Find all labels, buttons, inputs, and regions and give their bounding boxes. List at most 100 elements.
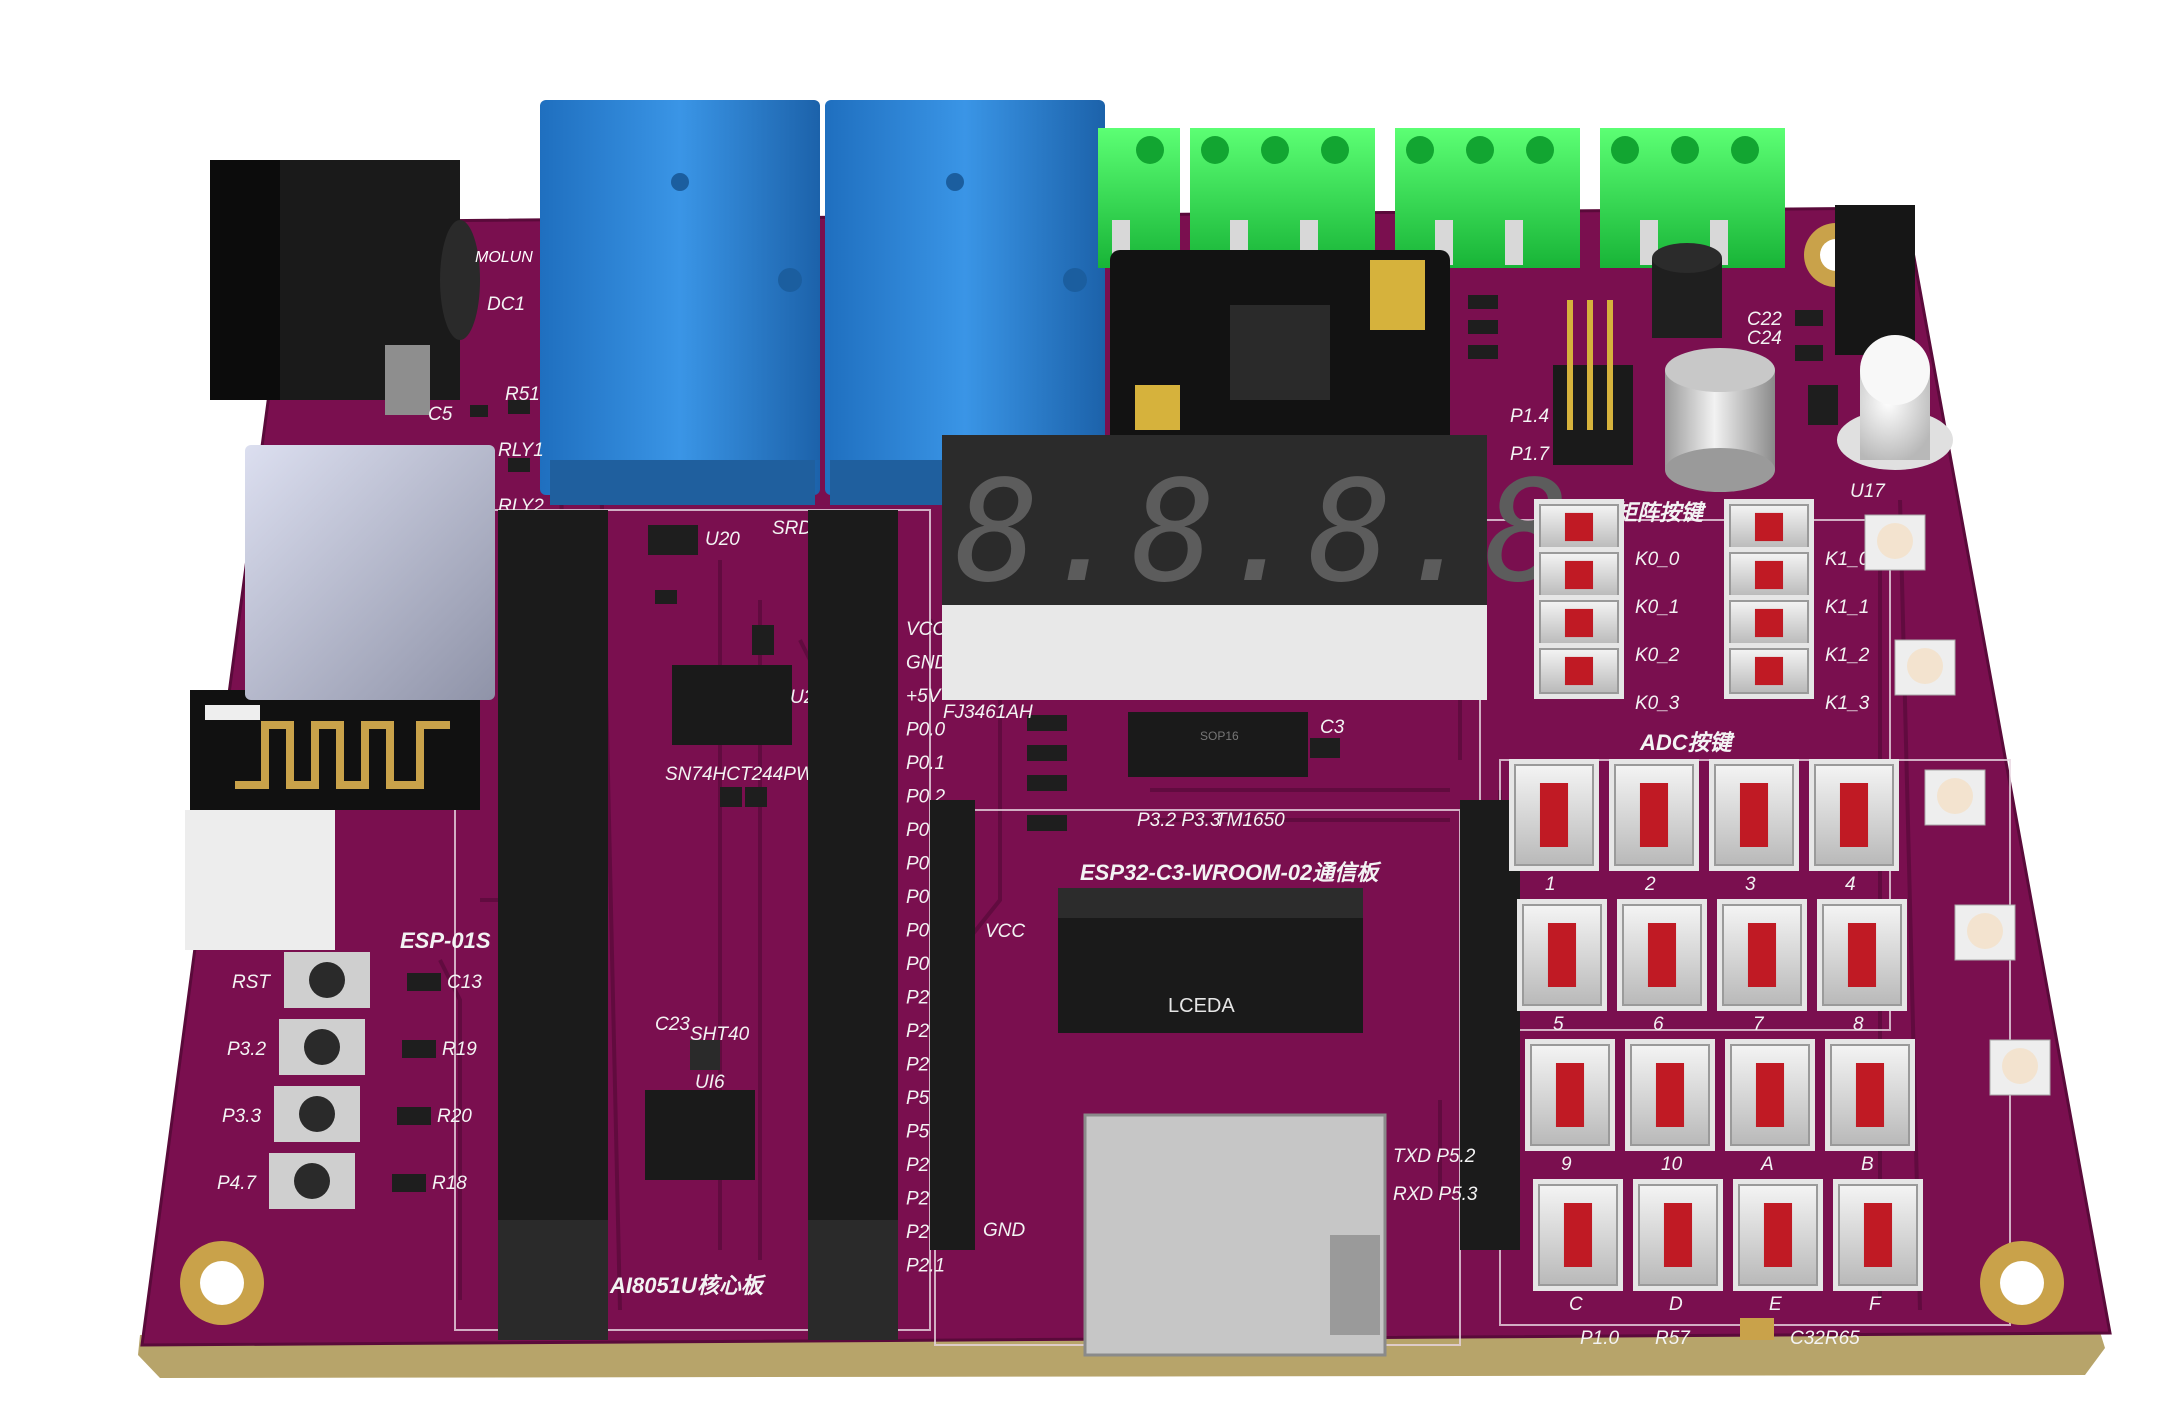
terminal-block-2 <box>1190 128 1375 268</box>
logo-text: MOLUN <box>475 249 533 266</box>
header-pin-label: VCC <box>906 619 946 640</box>
bottom-label-c32: C32R65 <box>1790 1328 1860 1349</box>
sensor-label: SHT40 <box>690 1024 750 1045</box>
ref-c5: C5 <box>428 404 453 425</box>
header-pin-label: P2.1 <box>906 1256 945 1277</box>
header-pin-label: P0.0 <box>906 720 946 741</box>
uart-rxd: RXD P5.3 <box>1393 1184 1478 1205</box>
adc-key-label: C <box>1569 1294 1583 1315</box>
adc-button[interactable] <box>1825 1039 1915 1151</box>
left-smd <box>407 973 441 991</box>
header-pin-label: GND <box>906 653 949 674</box>
adc-key-label: 3 <box>1745 874 1756 895</box>
ref-c22: C22 <box>1747 309 1782 330</box>
matrix-key-label: K1_0 <box>1825 549 1870 570</box>
ref-u17: U17 <box>1850 481 1886 502</box>
left-push-button[interactable] <box>284 952 370 1008</box>
left-push-button[interactable] <box>274 1086 360 1142</box>
adc-key-label: 1 <box>1545 874 1556 895</box>
buffer-chip-label: SN74HCT244PWR <box>665 764 828 785</box>
left-smd <box>402 1040 436 1058</box>
left-resistor-label: R19 <box>442 1039 477 1060</box>
esp32-header-right <box>1460 800 1520 1250</box>
matrix-button[interactable] <box>1534 595 1624 651</box>
matrix-key-label: K1_3 <box>1825 693 1870 714</box>
sd-card-slot <box>1083 1113 1387 1357</box>
adc-button[interactable] <box>1809 759 1899 871</box>
adc-button[interactable] <box>1817 899 1907 1011</box>
sensor-sht40 <box>690 1040 720 1070</box>
left-smd <box>392 1174 426 1192</box>
driver-pkg: SOP16 <box>1200 729 1239 743</box>
adc-button[interactable] <box>1617 899 1707 1011</box>
ref-c3: C3 <box>1320 717 1345 738</box>
matrix-key-label: K0_0 <box>1635 549 1680 570</box>
adc-button[interactable] <box>1509 759 1599 871</box>
esp32-board-label: ESP32-C3-WROOM-02通信板 <box>1080 860 1382 885</box>
adc-button[interactable] <box>1733 1179 1823 1291</box>
smd-components <box>470 295 1838 831</box>
matrix-button[interactable] <box>1724 547 1814 603</box>
left-button-label: P4.7 <box>217 1173 258 1194</box>
adc-key-label: D <box>1669 1294 1683 1315</box>
smd-led <box>1924 769 1986 826</box>
adc-key-label: 9 <box>1561 1154 1572 1175</box>
esp32-chip <box>1058 888 1363 1033</box>
core-header-right <box>808 510 898 1340</box>
adc-button[interactable] <box>1609 759 1699 871</box>
display-model: FJ3461AH <box>943 702 1033 723</box>
matrix-button[interactable] <box>1724 595 1814 651</box>
adc-button[interactable] <box>1525 1039 1615 1151</box>
adc-button[interactable] <box>1717 899 1807 1011</box>
ref-c24: C24 <box>1747 328 1782 349</box>
left-resistor-label: R18 <box>432 1173 467 1194</box>
left-button-label: P3.3 <box>222 1106 262 1127</box>
driver-pins: P3.2 P3.3 <box>1137 810 1221 831</box>
electrolytic-capacitor <box>1665 348 1775 492</box>
adc-key-label: 6 <box>1653 1014 1664 1035</box>
left-smd <box>397 1107 431 1125</box>
c23-label: C23 <box>655 1014 690 1035</box>
left-button-label: RST <box>232 972 271 993</box>
adc-button[interactable] <box>1517 899 1607 1011</box>
ref-r51: R51 <box>505 384 540 405</box>
matrix-button[interactable] <box>1534 499 1624 555</box>
ic-sn74hct244 <box>672 665 792 745</box>
dc-label: DC1 <box>487 294 525 315</box>
adc-button[interactable] <box>1533 1179 1623 1291</box>
adc-key-label: 8 <box>1853 1014 1864 1035</box>
terminal-block-1 <box>1098 128 1180 268</box>
adc-key-label: B <box>1861 1154 1874 1175</box>
side-leds <box>1864 514 2051 1096</box>
esp32-chip-label: LCEDA <box>1168 995 1235 1017</box>
adc-button[interactable] <box>1709 759 1799 871</box>
matrix-button[interactable] <box>1724 499 1814 555</box>
esp01s-module <box>185 445 495 950</box>
adc-button[interactable] <box>1833 1179 1923 1291</box>
left-resistor-label: R20 <box>437 1106 472 1127</box>
matrix-button[interactable] <box>1534 643 1624 699</box>
transistor-to92 <box>1652 243 1722 338</box>
adc-key-label: 7 <box>1753 1014 1765 1035</box>
led-large <box>1837 335 1953 470</box>
bottom-label-p10: P1.0 <box>1580 1328 1620 1349</box>
ic-tm1650 <box>1128 712 1308 777</box>
left-button-label: P3.2 <box>227 1039 267 1060</box>
adc-button[interactable] <box>1633 1179 1723 1291</box>
smd-c32 <box>1740 1318 1774 1340</box>
sensor-ref: UI6 <box>695 1072 725 1093</box>
header-pin-label: P0.1 <box>906 753 945 774</box>
left-push-button[interactable] <box>279 1019 365 1075</box>
screw-terminals <box>1098 128 1785 268</box>
matrix-key-label: K0_1 <box>1635 597 1679 618</box>
left-push-button[interactable] <box>269 1153 355 1209</box>
smd-led <box>1954 904 2016 961</box>
adc-button[interactable] <box>1725 1039 1815 1151</box>
adc-button[interactable] <box>1625 1039 1715 1151</box>
matrix-button[interactable] <box>1724 643 1814 699</box>
matrix-button[interactable] <box>1534 547 1624 603</box>
matrix-key-label: K0_3 <box>1635 693 1680 714</box>
